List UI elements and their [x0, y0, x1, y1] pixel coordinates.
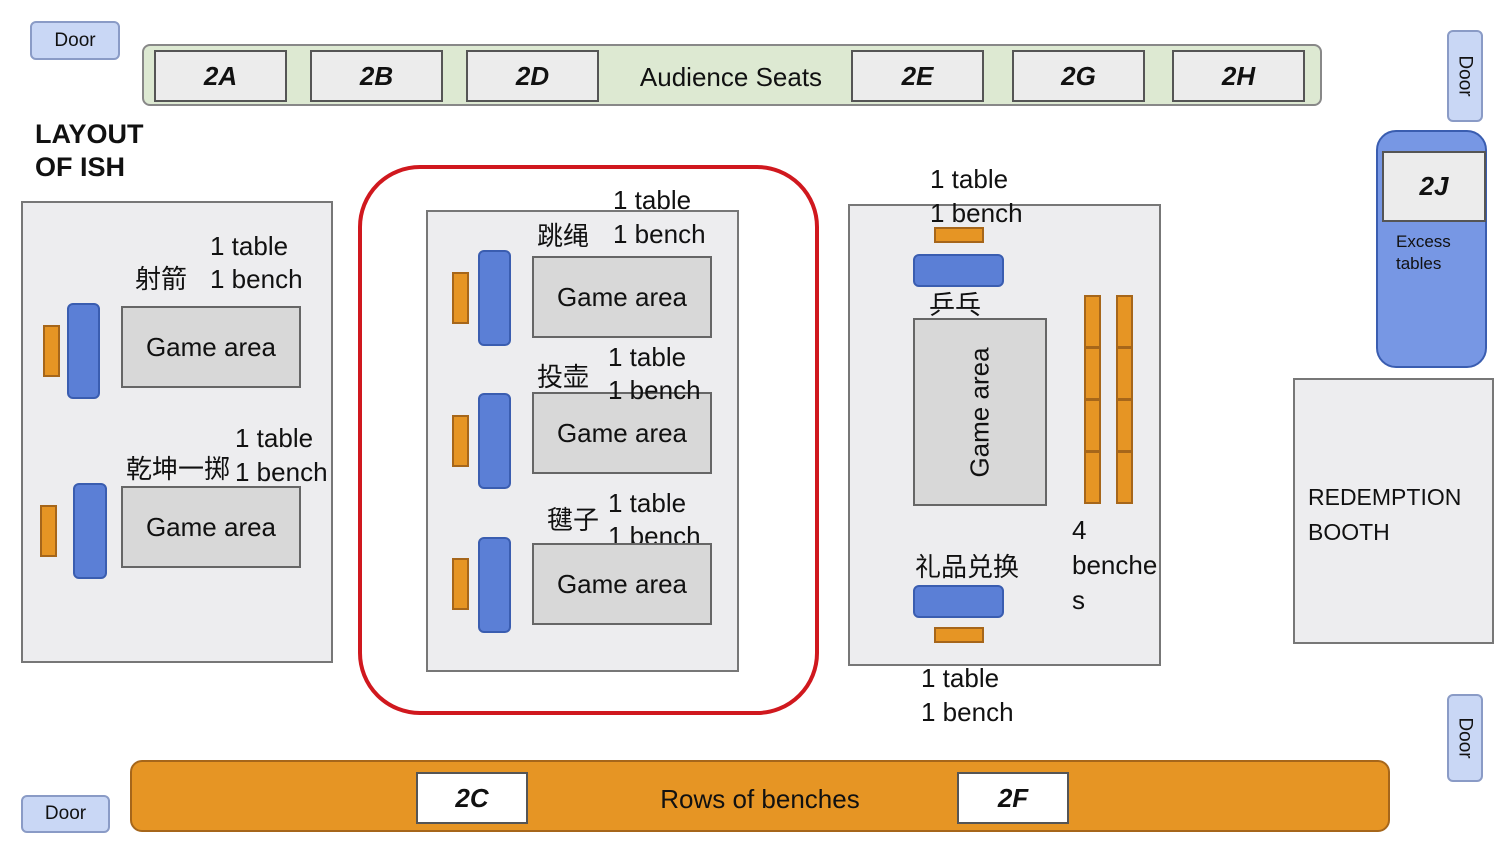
middle-station-2-table: 1 table: [608, 342, 687, 372]
bench: [934, 627, 984, 643]
left-zone: [21, 201, 333, 663]
middle-station-1-name: 跳绳: [537, 221, 590, 251]
middle-station-1-bench: 1 bench: [613, 219, 706, 249]
middle-station-3-table: 1 table: [608, 488, 687, 518]
right-top-table: 1 table: [930, 164, 1009, 194]
highlight-outline: [358, 165, 819, 715]
four-benches-line-2: benche: [1072, 550, 1158, 580]
bench: [1084, 295, 1101, 348]
door-bottom-right: Door: [1447, 694, 1483, 782]
bench: [452, 415, 469, 467]
bench: [452, 272, 469, 324]
door-top-right: Door: [1447, 30, 1483, 122]
door-top-left: Door: [30, 21, 120, 60]
seat-2d: 2D: [466, 50, 599, 102]
table: [67, 303, 100, 399]
bench: [1084, 451, 1101, 504]
middle-station-2-name: 投壶: [537, 362, 590, 392]
four-benches-line-3: s: [1072, 585, 1085, 615]
audience-seats-label: Audience Seats: [639, 62, 823, 92]
left-station-1-name: 射箭: [135, 264, 188, 294]
layout-title: LAYOUT OF ISH: [35, 118, 144, 184]
bench: [934, 227, 984, 243]
bench: [43, 325, 60, 377]
table: [73, 483, 107, 579]
seat-2f: 2F: [957, 772, 1069, 824]
seat-2j: 2J: [1382, 151, 1486, 222]
excess-line-1: Excess: [1396, 232, 1451, 251]
redemption-booth: [1293, 378, 1494, 644]
title-line-1: LAYOUT: [35, 119, 144, 149]
bench: [1116, 451, 1133, 504]
bench: [1116, 295, 1133, 348]
bench: [1084, 399, 1101, 452]
pingpong-label: 乒乓: [929, 290, 982, 320]
middle-station-1-game-area: Game area: [532, 256, 712, 338]
left-station-2-game-area: Game area: [121, 486, 301, 568]
table: [913, 254, 1004, 287]
seat-2a: 2A: [154, 50, 287, 102]
middle-station-1-table: 1 table: [613, 185, 692, 215]
bench: [452, 558, 469, 610]
middle-station-2-bench: 1 bench: [608, 375, 701, 405]
bench: [1116, 399, 1133, 452]
four-benches-line-1: 4: [1072, 515, 1087, 545]
door-bottom-left: Door: [21, 795, 110, 833]
seat-2b: 2B: [310, 50, 443, 102]
table: [478, 250, 511, 346]
rows-of-benches-bar: [130, 760, 1390, 832]
redemption-line-2: BOOTH: [1308, 519, 1390, 545]
right-top-bench: 1 bench: [930, 198, 1023, 228]
bench: [1116, 347, 1133, 400]
seat-2e: 2E: [851, 50, 984, 102]
middle-station-3-game-area: Game area: [532, 543, 712, 625]
redemption-line-1: REDEMPTION: [1308, 484, 1462, 510]
bench: [1084, 347, 1101, 400]
right-bottom-table: 1 table: [921, 663, 1000, 693]
middle-station-3-name: 毽子: [547, 505, 600, 535]
excess-line-2: tables: [1396, 254, 1442, 273]
left-station-1-bench: 1 bench: [210, 264, 303, 294]
redemption-booth-label: REDEMPTION BOOTH: [1308, 480, 1461, 550]
left-station-2-table: 1 table: [235, 423, 314, 453]
table: [913, 585, 1004, 618]
seat-2h: 2H: [1172, 50, 1305, 102]
table: [478, 537, 511, 633]
title-line-2: OF ISH: [35, 152, 126, 182]
excess-tables-label: Excess tables: [1396, 231, 1451, 275]
gift-exchange-label: 礼品兑换: [915, 552, 1020, 582]
left-station-1-game-area: Game area: [121, 306, 301, 388]
four-benches-label: 4 benche s: [1072, 513, 1157, 618]
right-bottom-bench: 1 bench: [921, 697, 1014, 727]
bench: [40, 505, 57, 557]
pingpong-game-area: Game area: [913, 318, 1047, 506]
seat-2g: 2G: [1012, 50, 1145, 102]
left-station-1-table: 1 table: [210, 231, 289, 261]
left-station-2-name: 乾坤一掷: [126, 454, 231, 484]
rows-of-benches-label: Rows of benches: [660, 784, 860, 814]
left-station-2-bench: 1 bench: [235, 457, 328, 487]
seat-2c: 2C: [416, 772, 528, 824]
middle-station-2-game-area: Game area: [532, 392, 712, 474]
table: [478, 393, 511, 489]
